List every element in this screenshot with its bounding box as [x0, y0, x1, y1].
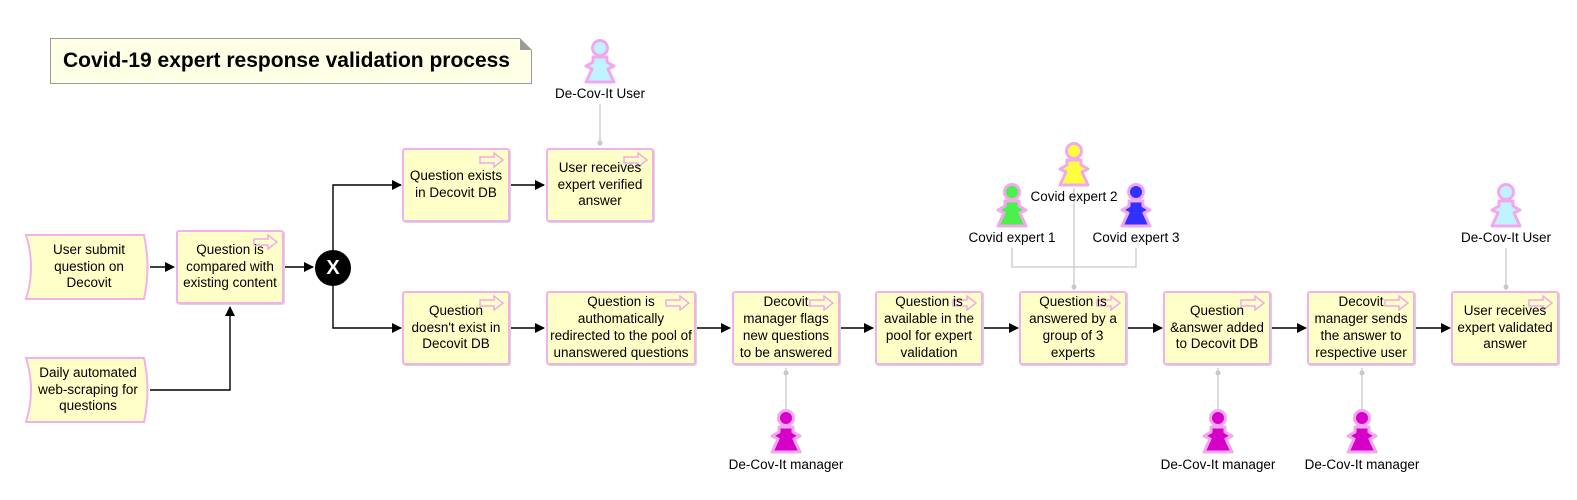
activity-label: Question exists in Decovit DB: [409, 168, 503, 200]
flow-arrow: [150, 306, 235, 391]
activity-label: Question doesn't exist in Decovit DB: [411, 302, 501, 352]
activity-label: Question is authomatically redirected to…: [550, 294, 692, 360]
actor-head: [1353, 409, 1371, 427]
exclusive-gateway[interactable]: X: [315, 250, 351, 286]
actor-label: Covid expert 2: [1030, 189, 1118, 204]
actor-head: [777, 409, 795, 427]
task-arrow-icon: [479, 152, 505, 168]
activity-user-receives-validated[interactable]: User receives expert validated answer: [1451, 291, 1559, 365]
manager-actor-icon[interactable]: [1199, 408, 1237, 458]
task-arrow-icon: [479, 295, 505, 311]
diagram-title-note: Covid-19 expert response validation proc…: [50, 38, 532, 84]
activity-available-in-pool[interactable]: Question is available in the pool for ex…: [875, 291, 983, 365]
activity-answered-by-group[interactable]: Question is answered by a group of 3 exp…: [1019, 291, 1127, 365]
actor-label: De-Cov-It manager: [1160, 457, 1276, 472]
association-dot: [1071, 284, 1077, 290]
expert-actor-icon[interactable]: [1055, 141, 1093, 191]
expert-actor-icon[interactable]: [1117, 182, 1155, 232]
event-shape: [24, 234, 149, 300]
actor-body: [1058, 158, 1090, 187]
actor-head: [1209, 409, 1227, 427]
task-arrow-icon: [665, 295, 691, 311]
task-arrow-icon: [1528, 295, 1554, 311]
activity-label: Decovit manager flags new questions to b…: [739, 294, 833, 360]
actor-label: De-Cov-It User: [554, 86, 646, 101]
actor-label: De-Cov-It User: [1460, 230, 1552, 245]
event-label: Daily automated web-scraping for questio…: [38, 364, 138, 414]
actor-head: [1003, 183, 1021, 201]
actor-body: [996, 199, 1028, 228]
actor-head: [1065, 142, 1083, 160]
activity-manager-flags[interactable]: Decovit manager flags new questions to b…: [732, 291, 840, 365]
task-arrow-icon: [1240, 295, 1266, 311]
association-dot: [783, 370, 789, 376]
flow-arrow: [332, 286, 402, 333]
activity-label: Question is available in the pool for ex…: [883, 294, 975, 360]
actor-body: [1490, 199, 1522, 228]
actor-head: [1497, 183, 1515, 201]
activity-label: User receives expert verified answer: [557, 159, 643, 209]
actor-head: [1127, 183, 1145, 201]
gateway-symbol: X: [326, 256, 340, 279]
activity-label: Question &answer added to Decovit DB: [1170, 302, 1264, 352]
event-label: User submit question on Decovit: [52, 241, 125, 291]
note-fold-corner: [520, 38, 532, 50]
start-event-user-submit[interactable]: User submit question on Decovit: [24, 233, 152, 301]
activity-user-receives-verified[interactable]: User receives expert verified answer: [546, 148, 654, 222]
actor-head: [591, 39, 609, 57]
flow-arrow: [332, 180, 402, 250]
association-dot: [1359, 370, 1365, 376]
activity-question-exists[interactable]: Question exists in Decovit DB: [402, 148, 510, 222]
task-arrow-icon: [623, 152, 649, 168]
user-actor-icon[interactable]: [581, 38, 619, 88]
actor-label: Covid expert 3: [1092, 230, 1180, 245]
activity-question-doesnt-exist[interactable]: Question doesn't exist in Decovit DB: [402, 291, 510, 365]
actor-body: [1346, 425, 1378, 454]
actor-label: De-Cov-It manager: [728, 457, 844, 472]
activity-redirected[interactable]: Question is authomatically redirected to…: [546, 291, 696, 365]
actor-body: [770, 425, 802, 454]
activity-label: Decovit manager sends the answer to resp…: [1314, 294, 1408, 360]
task-arrow-icon: [1384, 295, 1410, 311]
activity-added-to-db[interactable]: Question &answer added to Decovit DB: [1163, 291, 1271, 365]
association-dot: [1215, 370, 1221, 376]
manager-actor-icon[interactable]: [767, 408, 805, 458]
manager-actor-icon[interactable]: [1343, 408, 1381, 458]
event-shape: [24, 357, 149, 423]
user-actor-icon[interactable]: [1487, 182, 1525, 232]
actor-label: Covid expert 1: [968, 230, 1056, 245]
actor-body: [1202, 425, 1234, 454]
task-arrow-icon: [253, 234, 279, 250]
expert-actor-icon[interactable]: [993, 182, 1031, 232]
activity-compared[interactable]: Question is compared with existing conte…: [176, 230, 284, 304]
task-arrow-icon: [952, 295, 978, 311]
association-dot: [1503, 284, 1509, 290]
activity-manager-sends-answer[interactable]: Decovit manager sends the answer to resp…: [1307, 291, 1415, 365]
actor-body: [584, 55, 616, 84]
activity-label: Question is answered by a group of 3 exp…: [1029, 294, 1117, 360]
association-dot: [597, 140, 603, 146]
diagram-title: Covid-19 expert response validation proc…: [63, 49, 510, 72]
actor-label: De-Cov-It manager: [1304, 457, 1420, 472]
activity-label: User receives expert validated answer: [1457, 302, 1553, 352]
activity-label: Question is compared with existing conte…: [183, 241, 277, 291]
actor-body: [1120, 199, 1152, 228]
task-arrow-icon: [809, 295, 835, 311]
start-event-daily-scraping[interactable]: Daily automated web-scraping for questio…: [24, 356, 152, 424]
task-arrow-icon: [1096, 295, 1122, 311]
